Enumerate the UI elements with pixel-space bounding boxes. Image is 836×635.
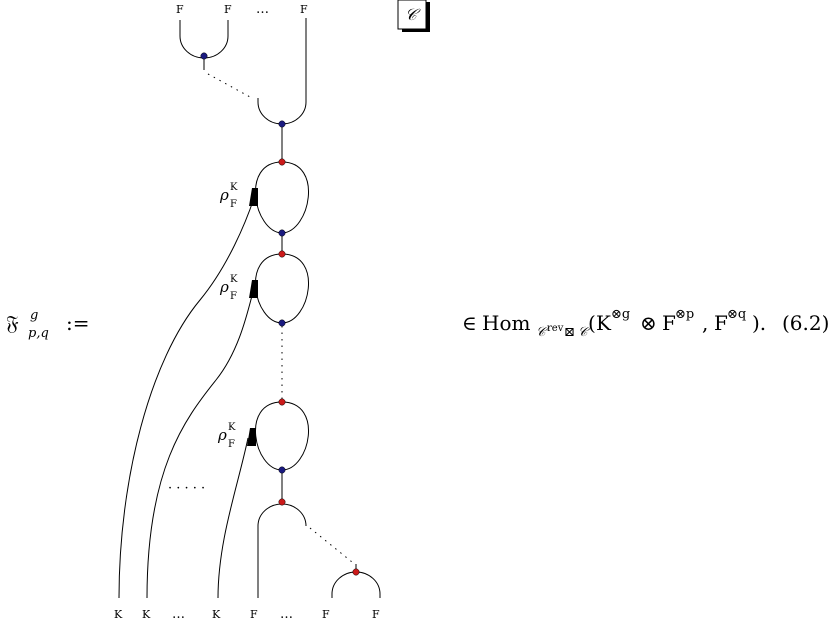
rho-symbol-3: ρ: [217, 426, 227, 444]
category-box: [397, 0, 427, 30]
rho-marker-2: ρ K F: [219, 274, 258, 302]
bottom-label-dots1: …: [172, 607, 185, 622]
left-expression: 𝔉 g p,q :=: [6, 308, 90, 341]
node-blue-loop1-bottom: [278, 229, 286, 237]
rho-wedge-2: [249, 280, 258, 298]
top-label-f1: F: [176, 3, 184, 16]
frak-f-sub: p,q: [28, 326, 49, 341]
bottom-label-k3: K: [212, 608, 221, 621]
top-cup-strand: [180, 20, 228, 58]
bottom-label-k1: K: [114, 608, 123, 621]
top-dotted-link: [208, 74, 252, 98]
frak-f-sup: g: [30, 308, 38, 323]
bottom-label-f1: F: [250, 608, 258, 621]
hom-sub-rev: rev: [547, 323, 564, 334]
top-label-dots: …: [256, 2, 269, 17]
rho-sup-2: K: [230, 274, 238, 285]
rho-marker-3: ρ K F: [217, 422, 256, 450]
node-blue-loop3-bottom: [278, 466, 286, 474]
node-red-loop3-top: [278, 398, 286, 406]
rho-marker-1: ρ K F: [219, 182, 258, 210]
k-strand-3: [147, 288, 254, 598]
top-label-f3: F: [300, 3, 308, 16]
node-blue-top-merge: [278, 120, 286, 128]
node-blue-top-cup: [200, 52, 208, 60]
k-strand-4: [218, 438, 248, 598]
rho-sub-1: F: [230, 199, 237, 210]
f2-symbol: F: [714, 311, 728, 335]
middle-dots: · · · · ·: [168, 481, 205, 496]
f-symbol: F: [662, 311, 676, 335]
bottom-label-f2: F: [322, 608, 330, 621]
rho-symbol-2: ρ: [219, 278, 229, 296]
node-blue-loop2-bottom: [278, 319, 286, 327]
loop2: [255, 254, 308, 323]
hom-sub-boxtimes: ⊠: [564, 325, 575, 340]
node-red-small-cap: [352, 568, 360, 576]
comma: ,: [702, 311, 708, 335]
rho-wedge-3: [247, 428, 256, 446]
k-symbol: K: [596, 311, 612, 335]
hom-text: Hom: [482, 311, 530, 335]
loop1: [255, 162, 308, 233]
open-paren: (: [588, 311, 596, 335]
node-red-loop1-top: [278, 158, 286, 166]
node-red-loop2-top: [278, 250, 286, 258]
bottom-cap-strand: [258, 504, 306, 598]
assign-symbol: :=: [66, 311, 90, 335]
rho-sub-3: F: [228, 439, 235, 450]
top-label-f2: F: [224, 3, 232, 16]
frak-f-symbol: 𝔉: [6, 311, 19, 335]
loop3: [255, 402, 308, 470]
bottom-dotted-link: [310, 528, 352, 562]
rho-sup-1: K: [230, 182, 238, 193]
diagram-strands: [119, 18, 380, 598]
node-red-bottom-cap: [278, 498, 286, 506]
top-right-cup-strand: [258, 18, 306, 124]
bottom-label-k2: K: [142, 608, 151, 621]
bottom-label-dots2: …: [280, 607, 293, 622]
rho-wedge-1: [249, 188, 258, 206]
otimes-symbol: ⊗: [640, 311, 657, 335]
k-exponent: ⊗g: [611, 307, 630, 322]
rho-symbol-1: ρ: [219, 186, 229, 204]
bottom-label-f3: F: [372, 608, 380, 621]
equation-number: (6.2): [782, 311, 829, 335]
rho-sub-2: F: [230, 291, 237, 302]
close-paren: ).: [752, 311, 766, 335]
right-expression: ∈ Hom 𝒞 rev ⊠ 𝒞 ( K ⊗g ⊗ F ⊗p , F ⊗q ). …: [462, 307, 829, 340]
f-exponent: ⊗p: [675, 307, 694, 322]
elem-symbol: ∈: [462, 311, 477, 335]
nodes: [200, 52, 360, 576]
rho-sup-3: K: [228, 422, 236, 433]
small-cap-strand: [332, 572, 380, 598]
k-strand-1: [119, 198, 254, 598]
f2-exponent: ⊗q: [727, 307, 746, 322]
